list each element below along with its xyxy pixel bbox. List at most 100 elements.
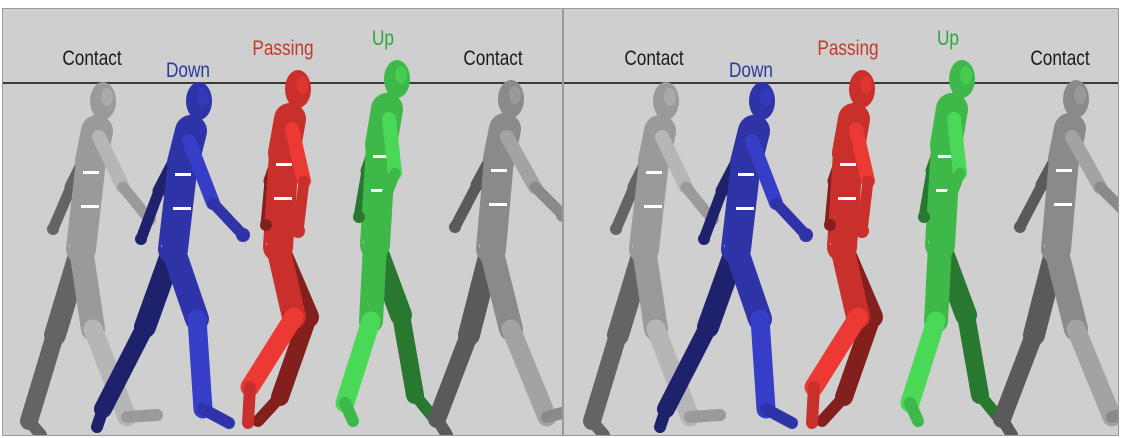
far-foot (586, 415, 610, 435)
torso-joint-mark (489, 203, 507, 206)
near-shin (750, 309, 776, 419)
torso-lower (925, 130, 961, 260)
near-forearm (770, 197, 812, 241)
head-highlight (760, 88, 772, 106)
far-forearm (1014, 179, 1048, 233)
near-forearm (292, 175, 310, 237)
torso-joint-mark (644, 205, 662, 208)
head-highlight (197, 88, 209, 106)
near-upper-arm (849, 122, 875, 188)
walker-figure-contact-end (428, 80, 562, 435)
near-hand (556, 208, 562, 222)
torso-joint-mark (938, 155, 954, 158)
torso-joint-mark (81, 205, 99, 208)
near-hand (370, 212, 384, 226)
far-shin (993, 326, 1043, 428)
near-thigh (924, 233, 952, 333)
near-foot (760, 403, 798, 429)
near-foot (121, 409, 163, 423)
walk-cycle-panel-left: Contact Down Passing Up Contact (2, 8, 563, 436)
near-forearm (856, 175, 874, 237)
head-highlight (1074, 86, 1086, 104)
torso-joint-mark (276, 163, 292, 166)
torso-joint-mark (373, 155, 389, 158)
near-upper-arm (947, 112, 967, 180)
far-hand (47, 223, 59, 235)
head-highlight (960, 66, 972, 84)
far-foot (816, 391, 850, 427)
far-shin (583, 326, 627, 430)
near-thigh (69, 237, 105, 341)
figures-layer-left (3, 60, 562, 435)
far-forearm (135, 185, 165, 245)
near-thigh (479, 237, 523, 341)
near-thigh (161, 237, 209, 331)
torso-joint-mark (371, 189, 389, 192)
near-hand (291, 224, 305, 238)
near-forearm (371, 167, 401, 225)
walker-figure-up (900, 60, 1004, 427)
far-shin (94, 318, 154, 418)
far-shin (835, 308, 881, 406)
near-forearm (207, 197, 249, 241)
far-hand (610, 223, 622, 235)
near-shin (1066, 319, 1118, 427)
far-foot (996, 413, 1018, 435)
far-hand (353, 211, 365, 223)
near-shin (501, 319, 557, 427)
near-foot (541, 406, 562, 423)
walker-figure-down (91, 82, 250, 433)
head-highlight (860, 76, 872, 94)
near-forearm (936, 167, 966, 225)
torso-joint-mark (840, 163, 856, 166)
near-upper-arm (182, 134, 220, 210)
near-shin (804, 307, 868, 397)
near-upper-arm (500, 130, 542, 194)
walker-figure-passing (804, 70, 883, 429)
far-hand (135, 233, 147, 245)
far-shin (20, 326, 64, 430)
far-shin (392, 306, 424, 404)
near-upper-arm (1065, 130, 1107, 194)
torso-joint-mark (646, 171, 662, 174)
walker-figure-contact-end (993, 80, 1118, 435)
pose-label-up: Up (371, 27, 395, 50)
near-foot (197, 403, 235, 429)
near-foot (339, 397, 359, 427)
far-foot (654, 403, 672, 433)
near-shin (83, 319, 137, 427)
near-thigh (266, 235, 306, 329)
walk-cycle-panel-right: Contact Down Passing Up Contact (563, 8, 1119, 436)
head-highlight (296, 76, 308, 94)
far-hand (698, 233, 710, 245)
near-shin (335, 311, 381, 413)
far-hand (260, 219, 272, 231)
near-upper-arm (745, 134, 783, 210)
figures-layer-right (564, 60, 1118, 435)
far-foot (23, 415, 47, 435)
near-upper-arm (92, 130, 130, 194)
near-upper-arm (285, 122, 311, 188)
near-hand (935, 212, 949, 226)
head-highlight (395, 66, 407, 84)
pose-label-contact-end: Contact (463, 47, 523, 70)
pose-label-contact-end: Contact (1030, 47, 1090, 70)
far-forearm (47, 181, 77, 235)
near-foot (684, 409, 726, 423)
near-shin (240, 307, 304, 397)
torso-joint-mark (838, 197, 856, 200)
far-foot (431, 413, 453, 435)
near-foot (904, 397, 924, 427)
pose-label-passing: Passing (252, 37, 314, 60)
head-highlight (509, 86, 521, 104)
torso-lower (360, 130, 396, 260)
near-forearm (1094, 181, 1118, 213)
near-upper-arm (382, 112, 402, 180)
walker-figure-contact (583, 82, 726, 435)
torso-joint-mark (1054, 203, 1072, 206)
far-forearm (610, 181, 640, 235)
near-hand (799, 228, 813, 242)
near-shin (187, 309, 213, 419)
pose-label-passing: Passing (817, 37, 879, 60)
